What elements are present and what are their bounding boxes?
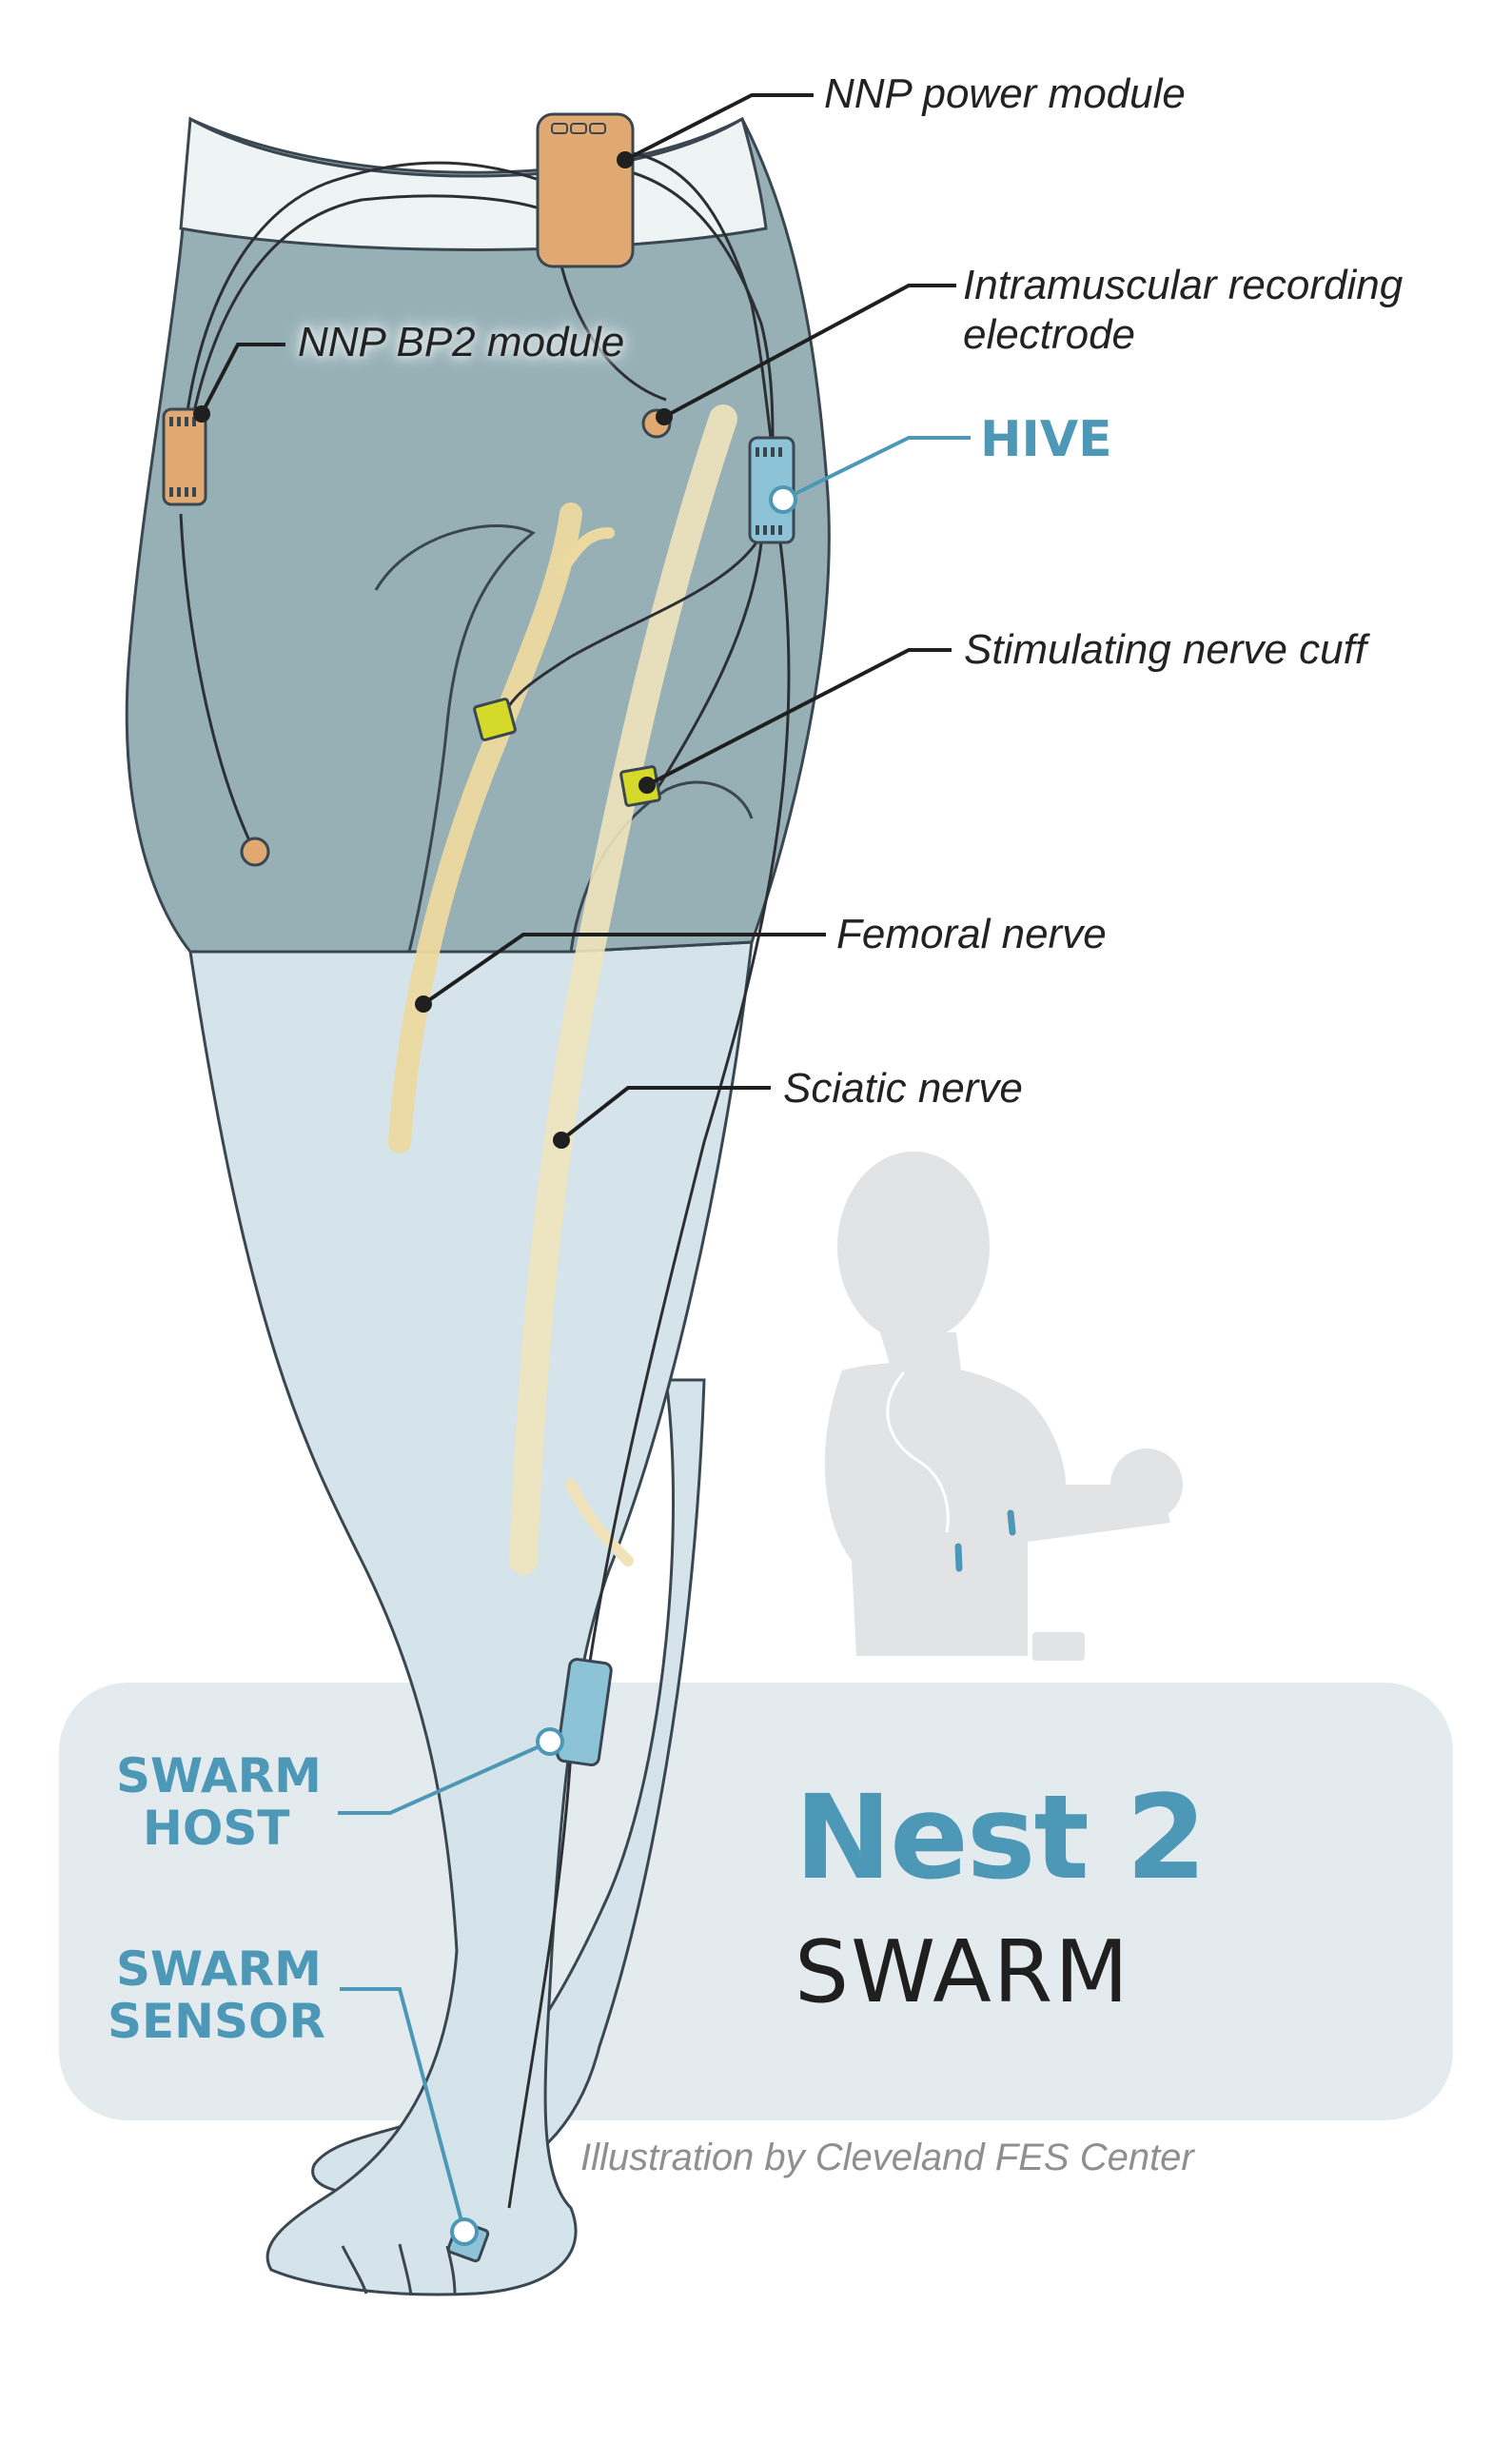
label-swarm-sensor-2: SENSOR [108, 1994, 326, 2049]
info-panel [59, 1683, 1453, 2120]
label-nerve-cuff: Stimulating nerve cuff [964, 626, 1367, 673]
femoral-nerve [388, 502, 615, 1153]
label-recording-electrode: Intramuscular recording [963, 262, 1404, 308]
waistband [179, 116, 768, 251]
panel-subtitle: SWARM [795, 1922, 1130, 2022]
swarm-host-module [556, 1657, 613, 1767]
label-hive: HIVE [980, 411, 1112, 468]
body-silhouette [824, 1152, 1183, 1661]
label-swarm-host-2: HOST [143, 1801, 290, 1856]
label-swarm-sensor-1: SWARM [116, 1941, 322, 1997]
label-bp2-module: NNP BP2 module [298, 319, 625, 365]
cuff-femoral [473, 698, 517, 741]
label-femoral-nerve: Femoral nerve [836, 911, 1107, 957]
label-power-module: NNP power module [824, 70, 1186, 117]
sciatic-nerve [509, 404, 737, 1575]
blue-leader-lines [338, 436, 971, 2233]
label-sciatic-nerve: Sciatic nerve [783, 1065, 1023, 1112]
recording-electrode-lower [240, 837, 270, 867]
illustration-credit: Illustration by Cleveland FES Center [580, 2137, 1194, 2178]
label-recording-electrode-2: electrode [963, 311, 1136, 358]
silhouette-implant-marks [954, 1509, 1016, 1572]
back-leg [311, 1378, 706, 2197]
panel-title: Nest 2 [795, 1770, 1207, 1905]
power-module [536, 112, 635, 268]
leader-lines [200, 93, 956, 1142]
front-leg [188, 940, 754, 2296]
label-swarm-host-1: SWARM [116, 1748, 322, 1803]
bp2-module [162, 407, 207, 506]
